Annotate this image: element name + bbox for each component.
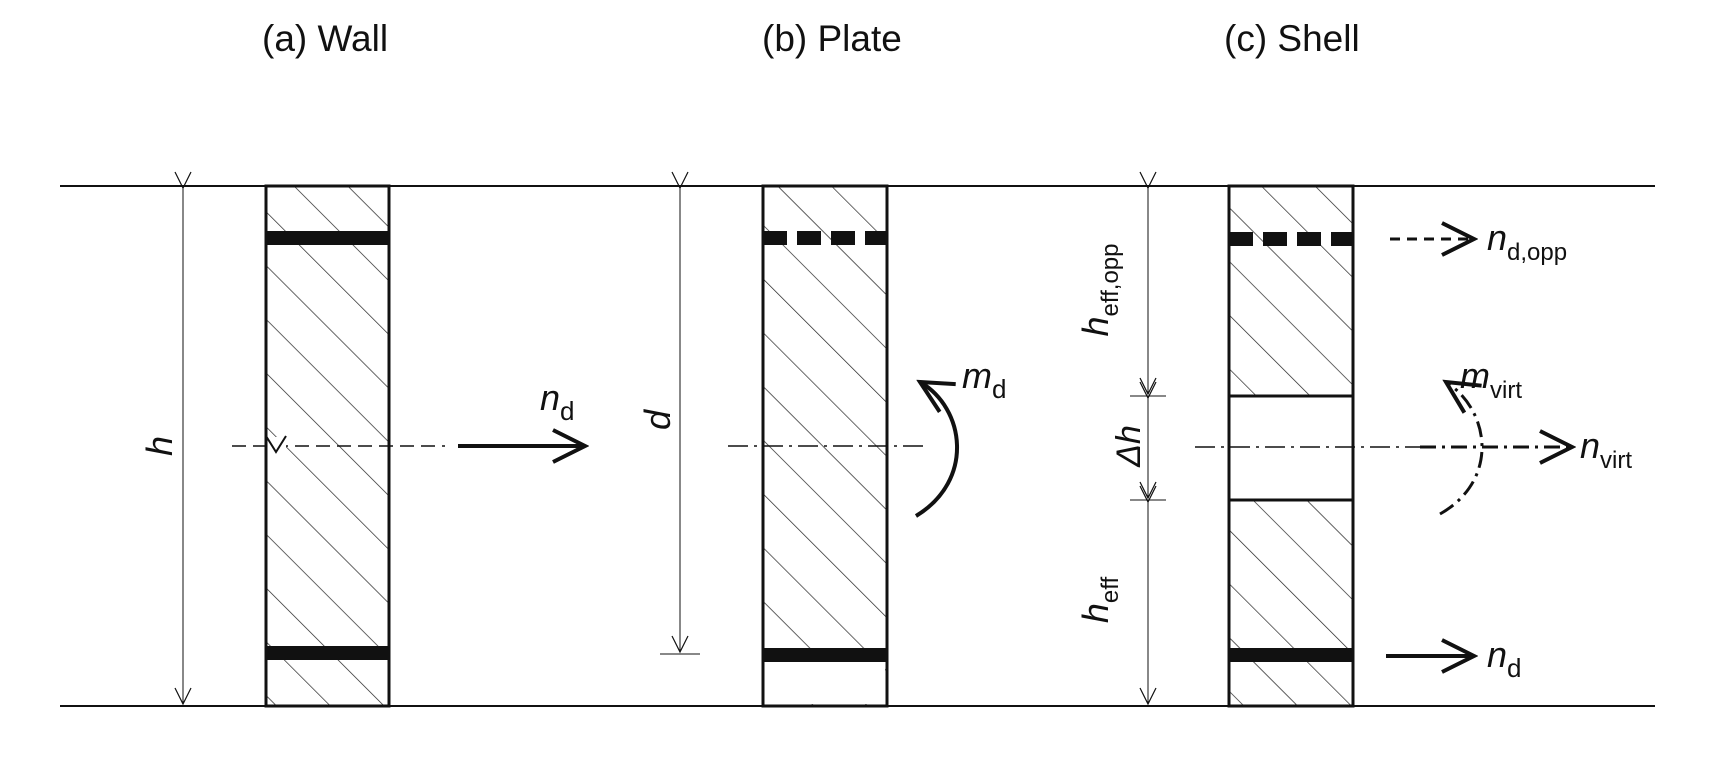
wall-top-reinforcement	[266, 231, 389, 245]
plate-depth-label: d	[637, 409, 678, 430]
shell-bottom-layer	[1227, 498, 1355, 708]
wall-n-d-label: nd	[540, 377, 575, 426]
shell-n-d-label: nd	[1487, 634, 1522, 683]
shell-h-eff-opp-label: heff,opp	[1075, 244, 1124, 337]
shell-middle-gap	[1227, 394, 1355, 502]
plate-moment-arc	[914, 382, 959, 518]
wall-height-label: h	[139, 436, 180, 456]
panel-title-plate: (b) Plate	[762, 18, 902, 59]
panel-title-shell: (c) Shell	[1224, 18, 1360, 59]
plate-bottom-reinforcement	[763, 648, 887, 662]
shell-top-layer	[1227, 184, 1355, 398]
shell-n-virt-label: nvirt	[1580, 425, 1632, 474]
wall-bottom-reinforcement	[266, 646, 389, 660]
shell-n-d-opp-label: nd,opp	[1487, 217, 1567, 266]
shell-m-virt-label: mvirt	[1460, 355, 1522, 404]
plate-panel: d md	[637, 171, 1006, 708]
shell-h-eff-label: heff	[1075, 577, 1124, 624]
wall-axis-notch	[265, 435, 287, 454]
shell-bottom-reinforcement	[1229, 648, 1353, 662]
shell-panel: heff,opp Δh heff nd,opp mvirt nvirt nd	[1075, 171, 1632, 708]
wall-panel: h nd	[139, 171, 585, 708]
plate-m-d-label: md	[962, 355, 1006, 404]
panel-title-wall: (a) Wall	[262, 18, 389, 59]
shell-delta-h-label: Δh	[1110, 425, 1148, 468]
plate-section	[761, 184, 889, 708]
